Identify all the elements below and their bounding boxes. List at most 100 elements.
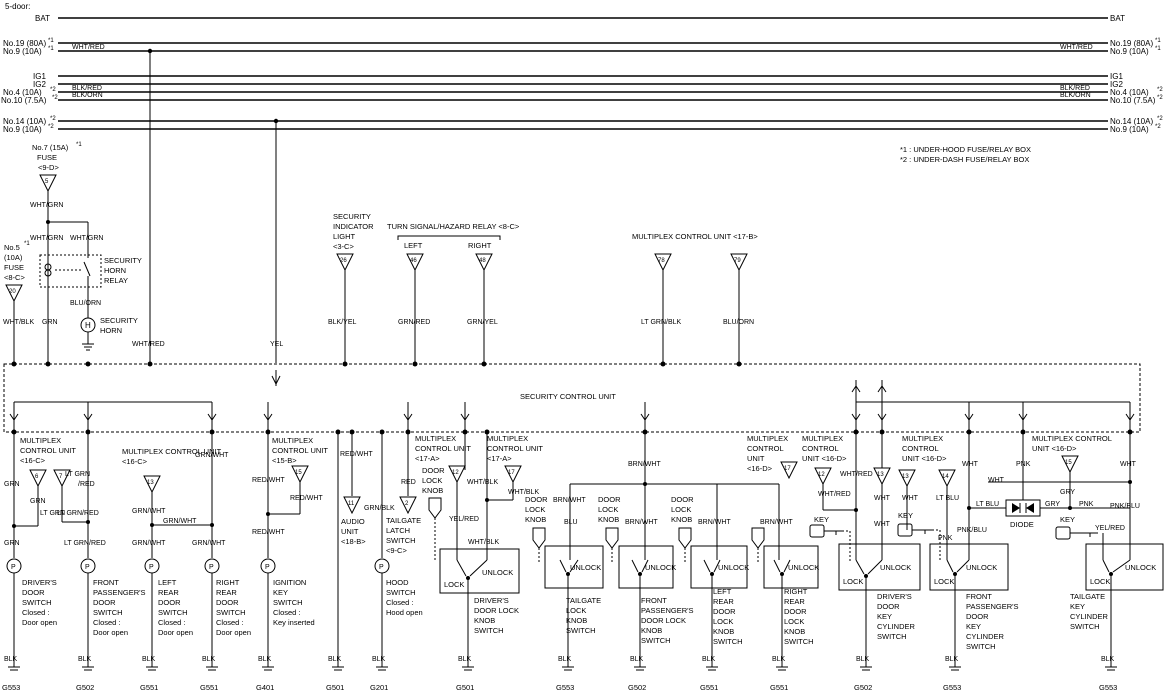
sw9-l0: LEFT (713, 587, 732, 596)
bus-right-ig2: IG2 (1110, 80, 1123, 89)
knob-b-l2: LOCK (525, 505, 545, 514)
bus-right-10: No.10 (7.5A) (1110, 96, 1156, 105)
mpx16d-c-l3: UNIT <16-D> (902, 454, 947, 463)
mpx17a-b-l2: CONTROL UNIT (487, 444, 543, 453)
bus-left-19: No.19 (80A) (3, 39, 46, 48)
wire-yel-red: YEL/RED (449, 516, 479, 523)
gnd-13: G553 (1099, 683, 1117, 692)
bus-left-4: No.4 (10A) (3, 88, 42, 97)
wire-9a-right: WHT/RED (1060, 44, 1093, 51)
switch-labels: DRIVER'S DOOR SWITCH Closed : Door open … (22, 578, 1109, 651)
gnd-2: G551 (140, 683, 158, 692)
blk-12: BLK (772, 656, 786, 663)
wire-brn-wht-b: BRN/WHT (625, 519, 658, 526)
sw3-l1: REAR (216, 588, 237, 597)
mpx16d-a-l3: UNIT (747, 454, 765, 463)
lock-g: LOCK (934, 577, 954, 586)
wire-grn-top: GRN (42, 319, 58, 326)
sw12-l4: CYLINDER (966, 632, 1005, 641)
sw0-l2: SWITCH (22, 598, 52, 607)
wire-wht-red-main: WHT/RED (132, 341, 165, 348)
security-horn-relay (39, 254, 102, 290)
unlock-g: UNLOCK (966, 563, 997, 572)
tailgate-latch-pin: 2 (405, 501, 409, 507)
mpx16d-d-pin: 15 (1065, 460, 1072, 466)
mpx16c-a-l2: CONTROL UNIT (20, 446, 76, 455)
mpx17a-a-pin: 12 (452, 470, 459, 476)
wire-wht-f: WHT (1120, 461, 1137, 468)
fuse5-type: FUSE (4, 263, 24, 272)
blk-2: BLK (78, 656, 92, 663)
wire-brn-wht-a: BRN/WHT (553, 497, 586, 504)
left-rear-lock-knob-switch-box (690, 545, 748, 589)
unlock-d: UNLOCK (718, 563, 749, 572)
sw12-l3: KEY (966, 622, 981, 631)
bus-left-bat: BAT (35, 14, 50, 23)
wire-brn-wht-top: BRN/WHT (628, 461, 661, 468)
wire-wht-grn-b: WHT/GRN (30, 235, 63, 242)
fuse7-type: FUSE (37, 153, 57, 162)
lock-f: LOCK (843, 577, 863, 586)
bus-left-14-sup: *2 (50, 116, 56, 122)
sw10-l3: LOCK (784, 617, 804, 626)
bus-right-4-sup: *2 (1157, 87, 1163, 93)
sw12-l5: SWITCH (966, 642, 996, 651)
gnd-8: G502 (628, 683, 646, 692)
key-a: KEY (814, 515, 829, 524)
wire-gry-b: GRY (1060, 489, 1075, 496)
wire-grn-wht-e: GRN/WHT (192, 540, 226, 547)
bus-right-9b-sup: *2 (1155, 124, 1161, 130)
tailgate-latch-l2: LATCH (386, 526, 410, 535)
sw4-l4: Key inserted (273, 618, 315, 627)
key-c: KEY (1060, 515, 1075, 524)
wire-wht-blk-b: WHT/BLK (508, 489, 539, 496)
wire-lt-grn-b: LT GRN (65, 471, 90, 478)
mpx15b-pin: 15 (295, 470, 302, 476)
sw10-l0: RIGHT (784, 587, 808, 596)
bus-right-19: No.19 (80A) (1110, 39, 1153, 48)
sw3-l5: Door open (216, 628, 251, 637)
mpx17a-a-l3: <17-A> (415, 454, 440, 463)
wire-brn-wht-c: BRN/WHT (698, 519, 731, 526)
variant-label: 5-door: (5, 2, 30, 11)
unlock-e: UNLOCK (788, 563, 819, 572)
wire-wht-blk: WHT/BLK (3, 319, 34, 326)
blk-3: BLK (142, 656, 156, 663)
right-rear-lock-knob-switch-box (763, 545, 819, 589)
sw9-l5: SWITCH (713, 637, 743, 646)
mpx16c-a-pin2: 7 (59, 474, 63, 480)
gnd-1: G502 (76, 683, 94, 692)
sw3-l2: DOOR (216, 598, 239, 607)
gnd-5: G201 (370, 683, 388, 692)
wire-wht-d: WHT (962, 461, 979, 468)
mpx16d-b-l1: MULTIPLEX (802, 434, 843, 443)
sw0-l0: DRIVER'S (22, 578, 57, 587)
unlock-c: UNLOCK (645, 563, 676, 572)
sw8-l3: KNOB (641, 626, 662, 635)
sw1-l5: Door open (93, 628, 128, 637)
ground-symbols (8, 666, 1117, 671)
fuse7-pin: 5 (45, 179, 49, 185)
wire-wht-grn-c: WHT/GRN (70, 235, 103, 242)
audio-l2: UNIT (341, 527, 359, 536)
plunger-sym-4: P (209, 564, 214, 571)
sw2-l4: Closed : (158, 618, 186, 627)
wire-gry-a: GRY (1045, 501, 1060, 508)
fuse5-sup: *1 (24, 241, 30, 247)
wire-10-left: BLK/ORN (72, 92, 103, 99)
mpx17b-pin1: 78 (658, 258, 665, 264)
wire-pnk-blu-b: PNK/BLU (1110, 503, 1140, 510)
fuse5-ref: <8-C> (4, 273, 25, 282)
sw1-l3: SWITCH (93, 608, 123, 617)
diode-label: DIODE (1010, 520, 1034, 529)
sw7-l0: TAILGATE (566, 596, 601, 605)
blk-7: BLK (372, 656, 386, 663)
wire-lt-blu-a: LT BLU (936, 495, 959, 502)
sw2-l3: SWITCH (158, 608, 188, 617)
turn-relay-left: LEFT (404, 241, 423, 250)
blk-15: BLK (1101, 656, 1115, 663)
wire-red-wht-c: RED/WHT (252, 529, 285, 536)
mpx17a-a-l1: MULTIPLEX (415, 434, 456, 443)
key-b: KEY (898, 511, 913, 520)
indicator-l3: LIGHT (333, 232, 356, 241)
